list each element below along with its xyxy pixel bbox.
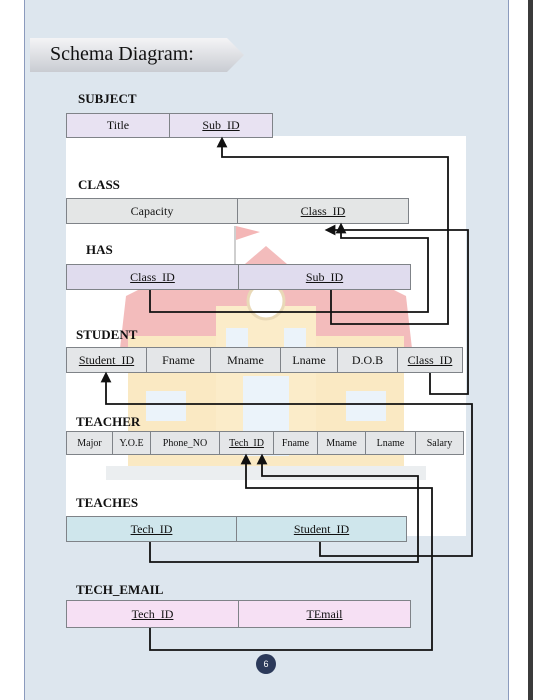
subject-title: SUBJECT [78, 91, 137, 106]
class-field-pk: Class_ID [300, 203, 346, 218]
class-title: CLASS [78, 177, 120, 192]
teacher-field: Major [67, 432, 113, 454]
has-field-fk: Class_ID [67, 265, 239, 289]
teacher-field: Phone_NO [151, 432, 220, 454]
class-field: Capacity [67, 199, 238, 223]
has-subid-to-subject-line [216, 136, 449, 325]
teacher-field: Fname [274, 432, 318, 454]
has-table: Class_ID Sub_ID [66, 264, 411, 290]
page-heading: Schema Diagram: [50, 43, 194, 65]
student-title: STUDENT [76, 327, 138, 342]
student-field-pk: Student_ID [67, 348, 147, 372]
subject-field: Title [67, 114, 170, 137]
teacher-field: Salary [426, 437, 453, 449]
teaches-table: Tech_ID Student_ID [66, 516, 407, 542]
tech-email-field-fk: Tech_ID [67, 601, 239, 627]
student-field-fk: Class_ID [407, 352, 453, 367]
teaches-title: TEACHES [76, 495, 139, 510]
student-field: Mname [211, 348, 281, 372]
teacher-field-pk: Tech_ID [220, 432, 274, 454]
tech-email-table: Tech_ID TEmail [66, 600, 411, 628]
teaches-techid-to-teacher-line [149, 453, 419, 563]
page-edge [528, 0, 533, 700]
page-number: 6 [256, 654, 276, 674]
student-field: Lname [281, 348, 338, 372]
tech-email-title: TECH_EMAIL [76, 582, 164, 597]
teacher-field: Y.O.E [113, 432, 151, 454]
student-field: D.O.B [338, 348, 398, 372]
teaches-field-fk: Tech_ID [67, 517, 237, 541]
teaches-studentid-to-student-line [100, 371, 473, 557]
has-title: HAS [86, 242, 113, 257]
teacher-table: Major Y.O.E Phone_NO Tech_ID Fname Mname… [66, 431, 464, 455]
teaches-field-fk: Student_ID [293, 521, 350, 536]
email-techid-to-teacher-line [149, 453, 433, 651]
student-field: Fname [147, 348, 211, 372]
subject-field-pk: Sub_ID [202, 118, 240, 132]
class-table: Capacity Class_ID [66, 198, 409, 224]
heading-banner [30, 38, 244, 72]
has-classid-to-class-line [149, 222, 429, 313]
subject-table: Title Sub_ID [66, 113, 273, 138]
student-table: Student_ID Fname Mname Lname D.O.B Class… [66, 347, 463, 373]
teacher-field: Mname [318, 432, 366, 454]
teacher-title: TEACHER [76, 414, 141, 429]
tech-email-field: TEmail [306, 606, 343, 621]
student-classid-to-class-line [324, 224, 469, 395]
teacher-field: Lname [366, 432, 416, 454]
has-field-fk: Sub_ID [305, 269, 344, 284]
